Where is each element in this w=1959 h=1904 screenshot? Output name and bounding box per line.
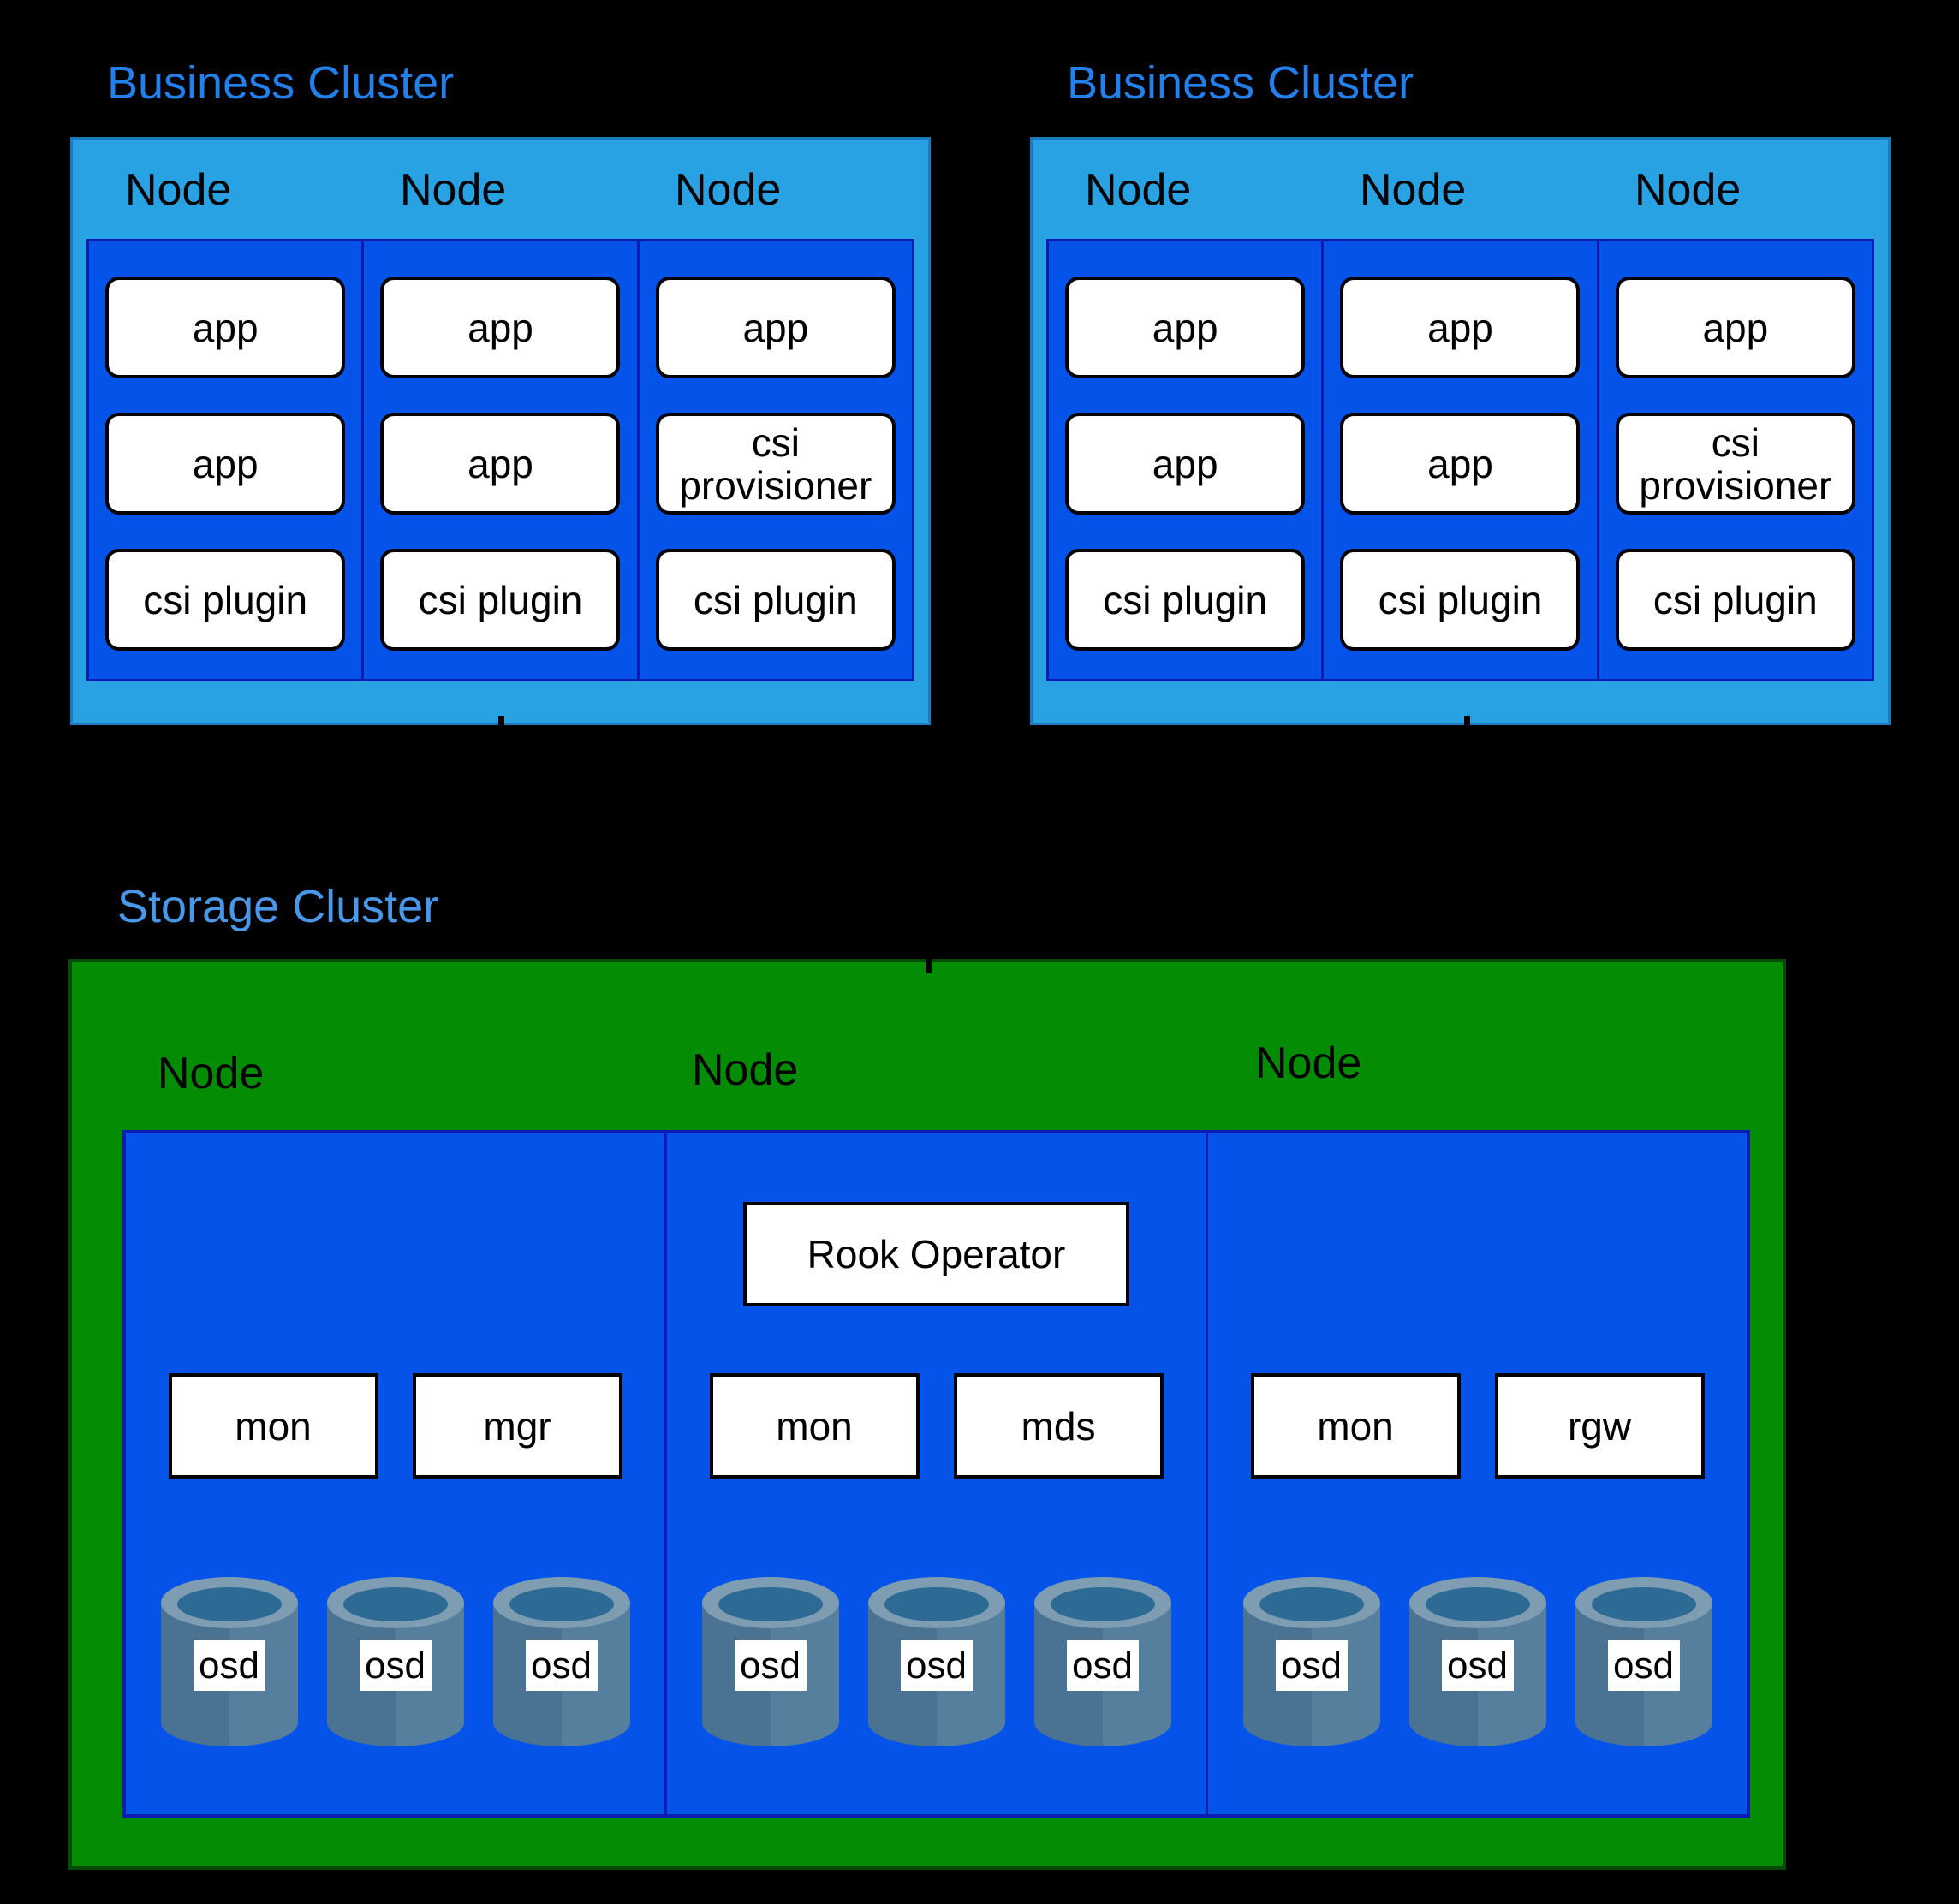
business-cluster-1: Node Node Node app app csi plugin app ap… xyxy=(70,137,931,725)
pod-csi-plugin: csi plugin xyxy=(380,549,621,651)
osd-label: osd xyxy=(1275,1640,1348,1691)
osd: osd xyxy=(492,1575,630,1748)
osd: osd xyxy=(1033,1575,1171,1748)
connector-stub xyxy=(926,943,932,973)
osd-row: osd osd xyxy=(667,1575,1206,1748)
node-label: Node xyxy=(692,1045,799,1095)
pod-app: app xyxy=(105,413,346,515)
service-mgr: mgr xyxy=(412,1373,622,1479)
pod-csi-plugin: csi plugin xyxy=(1615,549,1855,651)
osd: osd xyxy=(1242,1575,1380,1748)
connector-stub xyxy=(498,716,504,736)
node-column: app csi provisioner csi plugin xyxy=(1596,241,1872,679)
node-label: Node xyxy=(158,1049,265,1098)
rook-operator-box: Rook Operator xyxy=(743,1202,1129,1306)
service-rgw: rgw xyxy=(1494,1373,1705,1479)
service-mds: mds xyxy=(953,1373,1164,1479)
osd-label: osd xyxy=(900,1640,973,1691)
service-mon: mon xyxy=(1250,1373,1461,1479)
osd: osd xyxy=(1575,1575,1712,1748)
osd-label: osd xyxy=(525,1640,598,1691)
node-label: Node xyxy=(1360,165,1467,215)
pod-app: app xyxy=(1340,413,1581,515)
node-column: app app csi plugin xyxy=(1321,241,1596,679)
pod-csi-plugin: csi plugin xyxy=(1340,549,1581,651)
pod-csi-provisioner: csi provisioner xyxy=(1615,413,1855,515)
node-label: Node xyxy=(1085,165,1192,215)
business-cluster-2-title: Business Cluster xyxy=(1067,57,1414,109)
node-column: app app csi plugin xyxy=(361,241,636,679)
business-cluster-1-title: Business Cluster xyxy=(107,57,455,109)
osd: osd xyxy=(867,1575,1005,1748)
pod-csi-provisioner: csi provisioner xyxy=(655,413,896,515)
business-cluster-2-nodes: app app csi plugin app app csi plugin ap… xyxy=(1046,239,1874,681)
pod-app: app xyxy=(380,413,621,515)
service-mon: mon xyxy=(709,1373,920,1479)
pod-app: app xyxy=(1065,413,1306,515)
osd-cylinder-icon xyxy=(1408,1577,1546,1746)
storage-node-column: mon rgw osd xyxy=(1206,1133,1747,1814)
node-label: Node xyxy=(1634,165,1742,215)
osd-row: osd osd xyxy=(1208,1575,1747,1748)
osd: osd xyxy=(326,1575,464,1748)
pod-csi-plugin: csi plugin xyxy=(655,549,896,651)
pod-app: app xyxy=(1340,277,1581,378)
storage-cluster-nodes: mon mgr osd xyxy=(122,1130,1750,1818)
connector-stub xyxy=(1464,716,1470,736)
pod-csi-plugin: csi plugin xyxy=(105,549,346,651)
osd-label: osd xyxy=(1441,1640,1514,1691)
osd-label: osd xyxy=(734,1640,807,1691)
osd: osd xyxy=(160,1575,298,1748)
storage-node-column: Rook Operator mon mds osd xyxy=(664,1133,1206,1814)
service-row: mon mds xyxy=(667,1373,1206,1479)
osd: osd xyxy=(1408,1575,1546,1748)
storage-cluster-title: Storage Cluster xyxy=(117,881,439,932)
node-column: app csi provisioner csi plugin xyxy=(636,241,912,679)
storage-node-column: mon mgr osd xyxy=(126,1133,664,1814)
operator-row: Rook Operator xyxy=(667,1202,1206,1306)
pod-app: app xyxy=(380,277,621,378)
pod-app: app xyxy=(105,277,346,378)
business-cluster-2: Node Node Node app app csi plugin app ap… xyxy=(1030,137,1891,725)
node-label: Node xyxy=(1255,1038,1362,1088)
node-label: Node xyxy=(125,165,232,215)
business-cluster-1-nodes: app app csi plugin app app csi plugin ap… xyxy=(86,239,914,681)
pod-app: app xyxy=(1615,277,1855,378)
osd-label: osd xyxy=(359,1640,432,1691)
service-row: mon rgw xyxy=(1208,1373,1747,1479)
osd: osd xyxy=(701,1575,839,1748)
node-label: Node xyxy=(675,165,782,215)
node-column: app app csi plugin xyxy=(1049,241,1321,679)
osd-label: osd xyxy=(1607,1640,1680,1691)
pod-app: app xyxy=(1065,277,1306,378)
node-label: Node xyxy=(400,165,507,215)
node-column: app app csi plugin xyxy=(89,241,361,679)
osd-label: osd xyxy=(1066,1640,1139,1691)
storage-cluster: Node Node Node mon mgr osd xyxy=(68,959,1786,1870)
osd-row: osd osd xyxy=(126,1575,664,1748)
osd-label: osd xyxy=(193,1640,265,1691)
pod-app: app xyxy=(655,277,896,378)
service-row: mon mgr xyxy=(126,1373,664,1479)
service-mon: mon xyxy=(168,1373,378,1479)
pod-csi-plugin: csi plugin xyxy=(1065,549,1306,651)
